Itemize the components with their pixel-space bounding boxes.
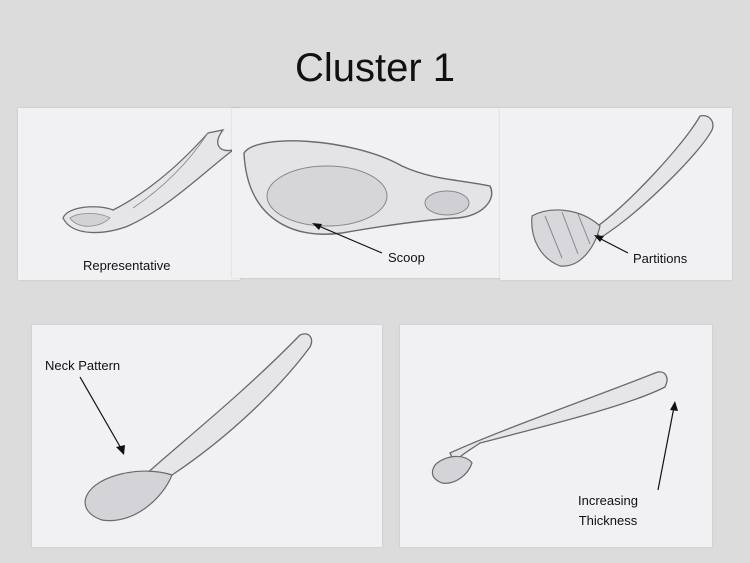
sketch-scoop-panel: Scoop — [232, 108, 500, 278]
sketch-partitions-panel: Partitions — [500, 108, 732, 280]
slide-title: Cluster 1 — [294, 46, 456, 90]
representative-label: Representative — [83, 258, 171, 273]
neck-pattern-label: Neck Pattern — [45, 358, 121, 373]
thickness-label: Increasing Thickness — [578, 491, 638, 531]
spoon-sketch-scoop — [243, 140, 493, 254]
partitions-label: Partitions — [633, 251, 688, 266]
sketch-representative-panel: Representative — [18, 108, 240, 280]
sketch-thickness-panel: Increasing Thickness — [400, 325, 712, 547]
spoon-sketch-partitions — [531, 115, 714, 267]
spoon-sketch-neck — [79, 333, 313, 522]
thickness-label-line2: Thickness — [578, 513, 638, 528]
spoon-sketch-representative — [62, 129, 234, 234]
sketch-neck-panel: Neck Pattern — [32, 325, 382, 547]
spoon-sketch-thickness — [431, 371, 678, 491]
thickness-label-line1: Increasing — [578, 493, 638, 508]
scoop-label: Scoop — [388, 250, 425, 265]
